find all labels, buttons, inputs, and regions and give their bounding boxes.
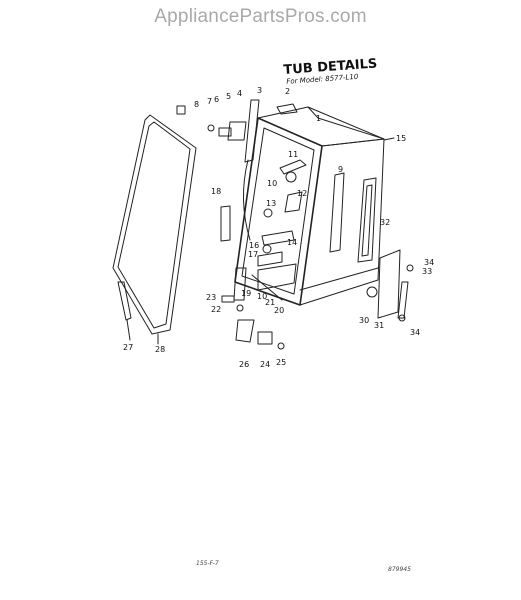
callout-16: 16 (249, 241, 259, 250)
tub-front-inner (241, 127, 315, 295)
callout-12: 12 (297, 189, 307, 198)
callout-8: 8 (194, 100, 199, 109)
side-vent-32-inner (361, 184, 373, 257)
leader-15 (383, 137, 395, 141)
callout-9: 9 (338, 165, 343, 174)
hinge-6 (218, 127, 232, 137)
part-13 (263, 208, 273, 218)
side-vent-32 (357, 177, 377, 263)
washer-30 (366, 286, 378, 298)
tub-side-base (299, 267, 379, 291)
cord-1 (243, 159, 251, 241)
callout-7: 7 (207, 97, 212, 106)
callout-2: 2 (285, 87, 290, 96)
callout-5: 5 (226, 92, 231, 101)
callout-11: 11 (288, 150, 298, 159)
tub-side (299, 138, 385, 306)
spray-arm-10 (279, 159, 307, 175)
callout-27: 27 (123, 343, 133, 352)
side-bracket (329, 172, 345, 253)
footer-left-code: 155-F-7 (196, 560, 219, 567)
nut-8 (176, 105, 186, 115)
watermark: AppliancePartsPros.com (154, 6, 367, 27)
callout-14: 14 (287, 238, 297, 247)
callout-33: 33 (422, 267, 432, 276)
hinge-plate-5 (227, 121, 247, 141)
callout-26: 26 (239, 360, 249, 369)
leader-27 (126, 319, 131, 341)
heater-20 (257, 263, 297, 291)
hose-21 (251, 274, 283, 301)
callout-25: 25 (276, 358, 286, 367)
callout-6: 6 (214, 95, 219, 104)
callout-34b: 34 (410, 328, 420, 337)
hub-11 (285, 171, 297, 183)
hinge-arm-3 (244, 99, 260, 163)
callout-20: 20 (274, 306, 284, 315)
vent-2 (276, 103, 298, 115)
fitting-16 (262, 244, 272, 254)
callout-22: 22 (211, 305, 221, 314)
callout-15: 15 (396, 134, 406, 143)
callout-1: 1 (316, 114, 321, 123)
callout-4: 4 (237, 89, 242, 98)
tub-top-back (307, 106, 385, 140)
drain-17 (257, 251, 283, 267)
callout-30: 30 (359, 316, 369, 325)
footer-right-code: 879945 (388, 566, 411, 573)
callout-28: 28 (155, 345, 165, 354)
tub-front-frame (234, 117, 323, 306)
duct-12 (284, 191, 303, 213)
callout-3: 3 (257, 86, 262, 95)
callout-10b: 10 (257, 292, 267, 301)
side-panel-31 (377, 249, 401, 319)
callout-34a: 34 (424, 258, 434, 267)
callout-21: 21 (265, 298, 275, 307)
door-gasket-inner (117, 121, 191, 329)
callout-23: 23 (206, 293, 216, 302)
door-gasket (112, 114, 197, 335)
bracket-23 (221, 295, 235, 303)
clip-34a (406, 264, 414, 272)
bracket-18 (220, 205, 231, 242)
screw-7 (207, 124, 215, 132)
callout-31: 31 (374, 321, 384, 330)
hinge-24 (257, 331, 273, 345)
seal-14 (261, 230, 295, 246)
screw-22 (236, 304, 244, 312)
gasket-strip (117, 281, 132, 321)
callout-24: 24 (260, 360, 270, 369)
callout-19: 19 (241, 289, 251, 298)
callout-10a: 10 (267, 179, 277, 188)
callout-18: 18 (211, 187, 221, 196)
callout-32: 32 (380, 218, 390, 227)
bracket-19 (233, 267, 247, 301)
callout-13: 13 (266, 199, 276, 208)
screw-25 (277, 342, 285, 350)
clip-34b (398, 314, 406, 322)
rod-33 (397, 281, 409, 319)
hinge-26 (235, 319, 255, 343)
callout-17: 17 (248, 250, 258, 259)
